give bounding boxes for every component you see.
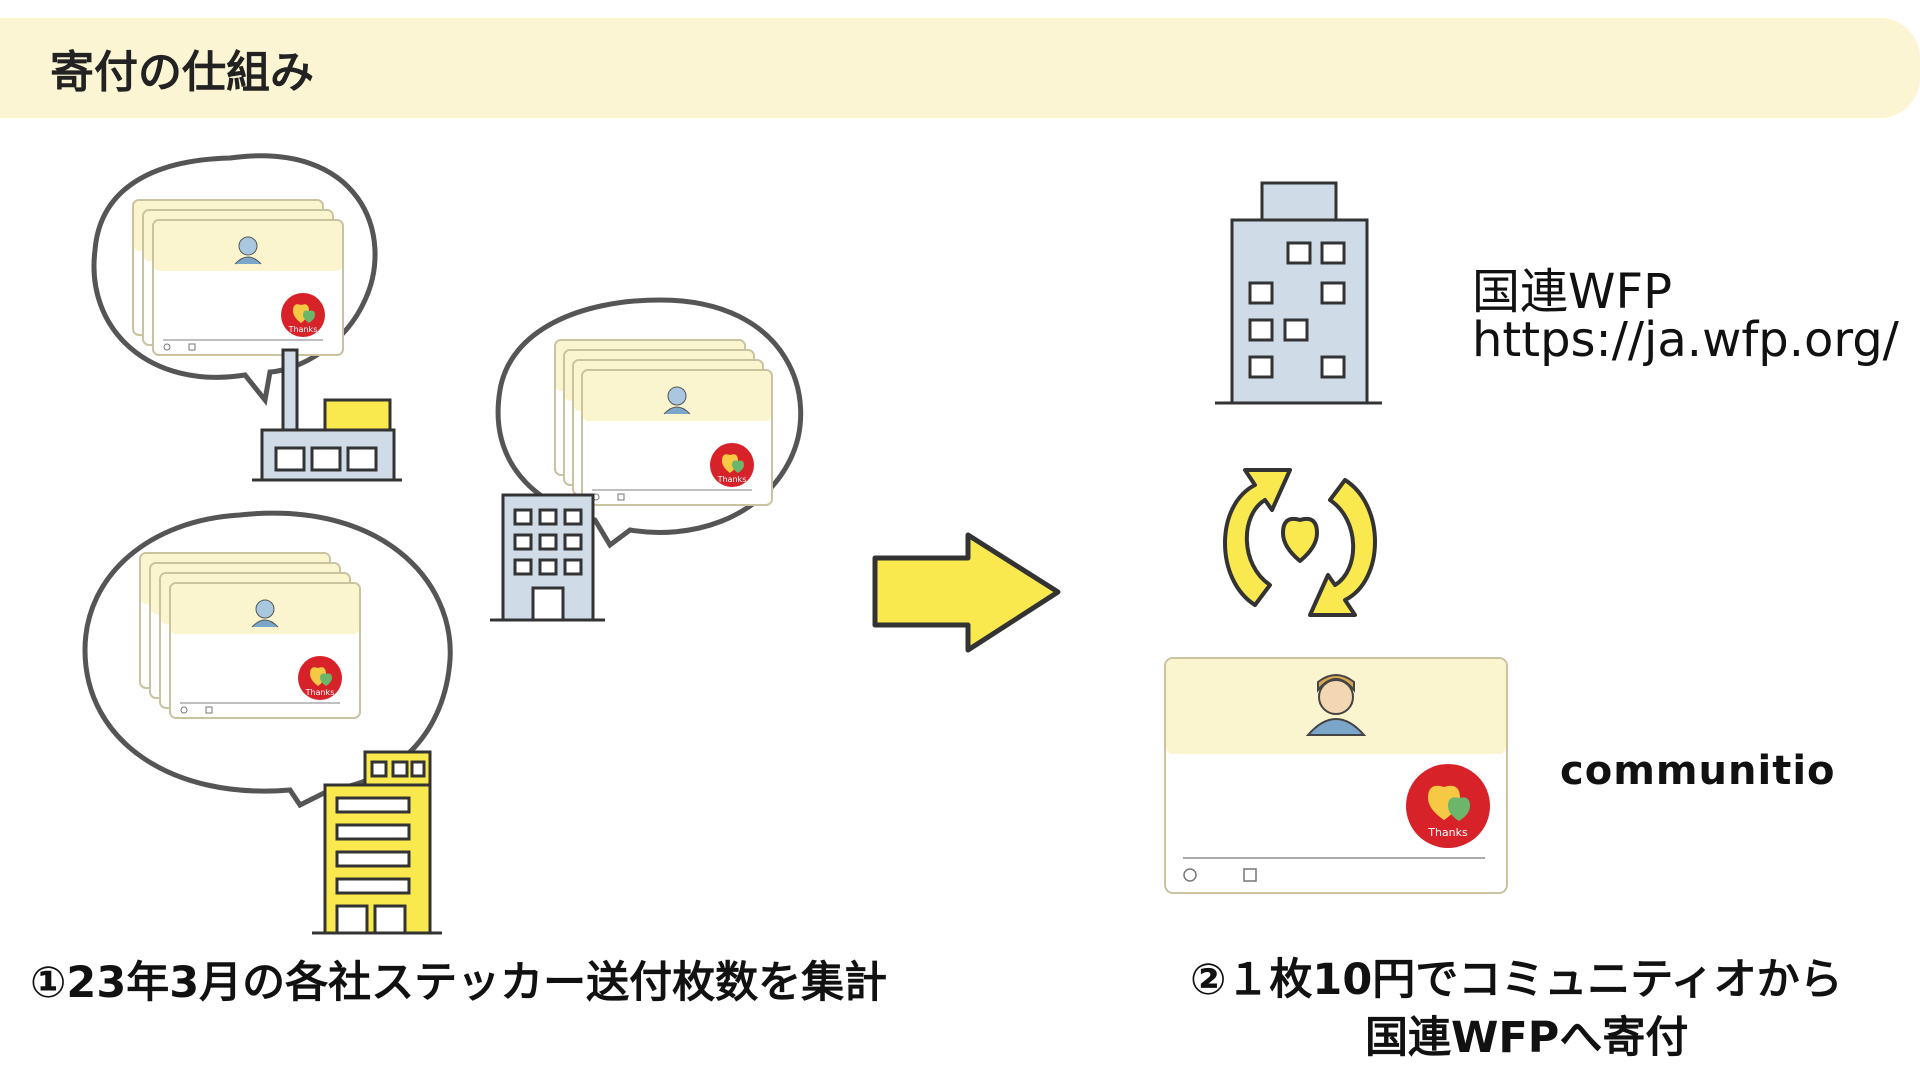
step-2-text-line2: 国連WFPへ寄付 [1365, 1013, 1689, 1063]
yellow-building-icon [312, 750, 442, 935]
wfp-building-icon [1215, 181, 1382, 405]
sticker-card [152, 219, 344, 356]
sticker-card-large: Thanks [1164, 657, 1508, 894]
cycle-heart-icon [1223, 468, 1377, 617]
step-2-text-line1: ②１枚10円でコミュニティオから [1190, 955, 1843, 1005]
speech-bubble-1 [91, 153, 378, 406]
thanks-badge-label: Thanks [1427, 826, 1468, 839]
speech-bubble-2 [495, 297, 804, 549]
wfp-url: https://ja.wfp.org/ [1472, 312, 1899, 368]
office-building-icon [490, 493, 605, 622]
title-bar: 寄付の仕組み [0, 18, 1920, 118]
factory-icon [252, 348, 402, 482]
speech-bubble-3 [82, 510, 453, 809]
wfp-name: 国連WFP [1472, 264, 1673, 320]
page-title: 寄付の仕組み [50, 47, 314, 98]
step-1-text: ①23年3月の各社ステッカー送付枚数を集計 [30, 958, 888, 1008]
arrow-right-icon [872, 532, 1061, 653]
brand-logo-text: communitio [1560, 748, 1836, 794]
